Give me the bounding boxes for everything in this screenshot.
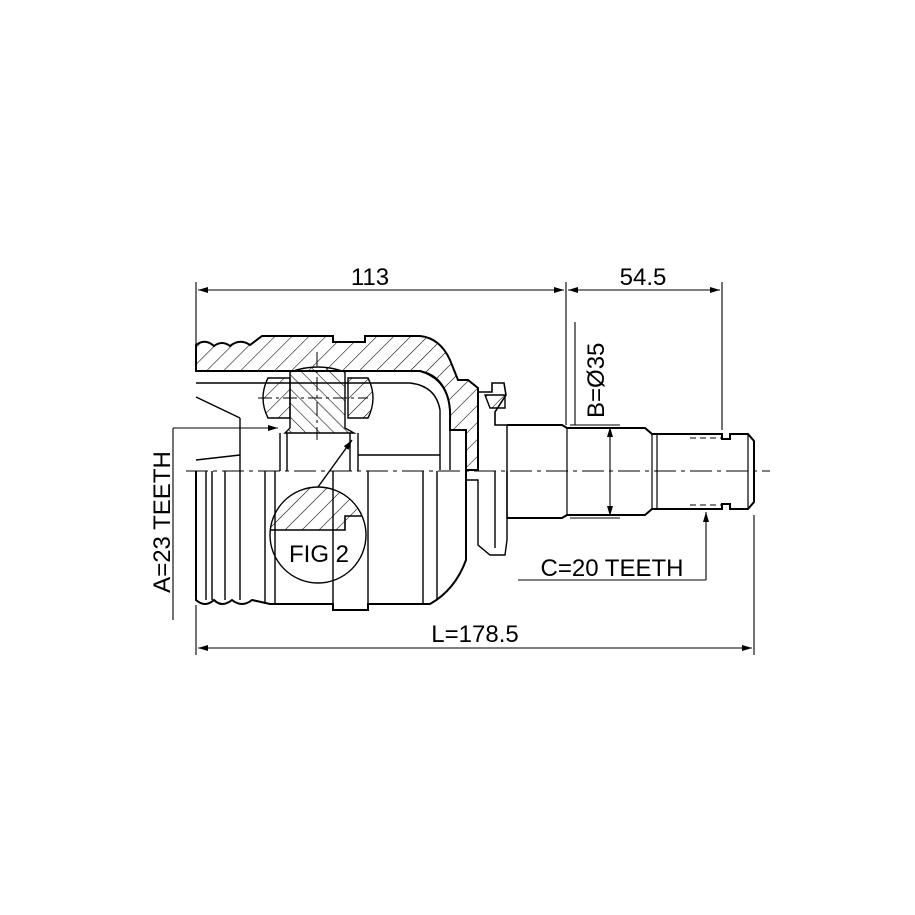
dim-54-5-label: 54.5 — [620, 264, 667, 291]
dimension-lines — [172, 282, 755, 655]
dim-total-length-label: L=178.5 — [431, 621, 518, 648]
tripod-roller — [195, 352, 440, 471]
dim-a-teeth-label: A=23 TEETH — [149, 451, 176, 593]
dim-c-teeth-label: C=20 TEETH — [541, 555, 684, 582]
dim-b-diameter-label: B=Ø35 — [583, 343, 610, 418]
housing-section — [195, 335, 507, 471]
dim-113-label: 113 — [351, 264, 389, 291]
housing-outer — [195, 471, 508, 611]
fig2-label: FIG 2 — [289, 541, 349, 568]
